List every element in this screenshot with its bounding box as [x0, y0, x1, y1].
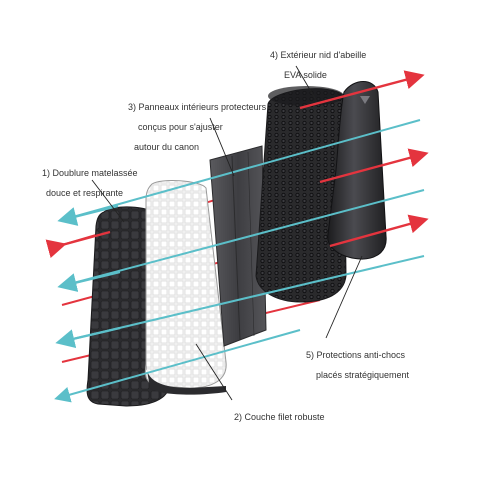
label-1: 1) Doublure matelassée douce et respiran… — [42, 168, 138, 198]
airflow-arrows-front — [45, 70, 429, 403]
mesh-layer — [144, 180, 227, 395]
leader-line-1 — [91, 179, 125, 223]
label-2: 2) Couche filet robuste — [234, 412, 325, 422]
logo-icon — [360, 96, 370, 104]
shock-pad-layer — [327, 81, 387, 260]
label-5: 5) Protections anti-chocs placés stratég… — [306, 350, 410, 380]
blue-arrow-icon — [55, 326, 121, 349]
red-arrow-icon — [299, 70, 425, 110]
blue-arrow-icon — [57, 204, 119, 226]
label-3: 3) Panneaux intérieurs protecteurs conçu… — [128, 102, 267, 152]
leader-line-3 — [209, 117, 235, 177]
leader-line-5 — [325, 255, 363, 339]
blue-arrow-icon — [61, 119, 421, 221]
blue-arrow-icon — [57, 270, 121, 292]
blue-arrow-icon — [61, 189, 425, 287]
blue-arrow-icon — [54, 329, 301, 403]
leader-lines — [91, 65, 363, 401]
red-arrow-icon — [45, 230, 111, 259]
red-arrow-icon — [319, 148, 429, 184]
leader-line-4 — [295, 65, 317, 101]
leader-line-2 — [195, 343, 233, 401]
red-arrow-icon — [329, 214, 429, 248]
blue-arrow-icon — [59, 255, 425, 343]
label-4: 4) Extérieur nid d'abeille EVA solide — [270, 50, 367, 80]
